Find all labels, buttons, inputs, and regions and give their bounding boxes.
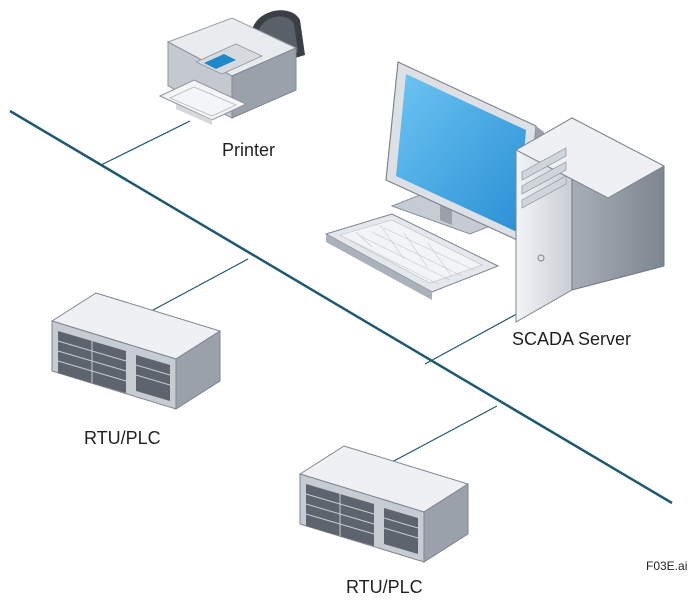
printer-icon [158,10,305,125]
scada-server-label: SCADA Server [512,329,631,349]
printer-label: Printer [222,140,275,160]
rack-server-icon [50,292,222,410]
rack-server-icon [298,445,470,563]
network-bus-line [9,109,673,505]
rtu-plc-bottom-link [391,405,498,463]
rtu-plc-left-link [141,258,249,317]
rtu-plc-bottom-label: RTU/PLC [346,577,423,597]
network-links [9,109,673,505]
printer-link [100,120,191,166]
desktop-computer-icon [324,61,666,323]
rtu-plc-left-label: RTU/PLC [84,428,161,448]
scada-server-link [424,309,525,365]
figure-code: F03E.ai [646,559,687,573]
